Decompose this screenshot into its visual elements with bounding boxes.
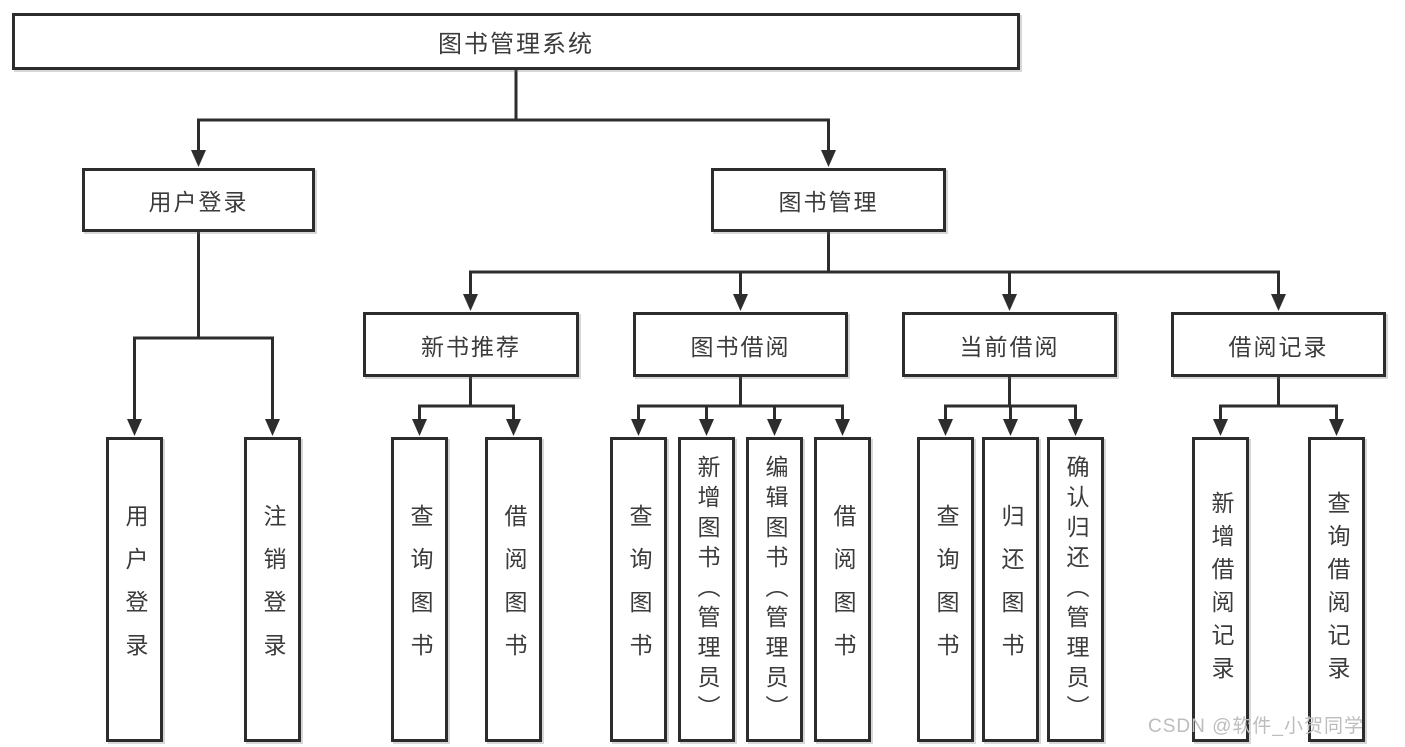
leaf-recommend-borrow-books: 借阅图书	[485, 437, 542, 742]
leaf-logout: 注销登录	[244, 437, 301, 742]
leaf-borrow-query-books: 查询图书	[610, 437, 667, 742]
leaf-borrow-edit-books-admin: 编辑图书（管理员）	[746, 437, 803, 742]
node-user-login: 用户登录	[82, 168, 315, 232]
node-borrow-records-label: 借阅记录	[1228, 333, 1329, 360]
edge-book-management-children	[463, 230, 1286, 311]
leaf-current-return-books: 归还图书	[982, 437, 1039, 742]
leaf-borrow-add-books-admin: 新增图书（管理员）	[678, 437, 735, 742]
edge-root-to-level1	[191, 68, 836, 167]
node-current-borrow: 当前借阅	[902, 312, 1117, 377]
edge-user-login-children	[127, 230, 280, 436]
node-root: 图书管理系统	[12, 13, 1020, 70]
leaf-recommend-query-books: 查询图书	[391, 437, 448, 742]
leaf-user-login: 用户登录	[106, 437, 163, 742]
leaf-current-confirm-return-admin: 确认归还（管理员）	[1047, 437, 1104, 742]
node-book-borrow-label: 图书借阅	[690, 333, 791, 360]
node-root-label: 图书管理系统	[438, 31, 594, 58]
edge-current-children	[938, 375, 1083, 436]
node-book-management-label: 图书管理	[778, 189, 879, 215]
node-book-borrow: 图书借阅	[633, 312, 848, 377]
node-new-book-recommend: 新书推荐	[363, 312, 579, 377]
leaf-records-query: 查询借阅记录	[1308, 437, 1365, 742]
node-borrow-records: 借阅记录	[1171, 312, 1386, 377]
edge-recommend-children	[412, 375, 521, 436]
edge-records-children	[1213, 375, 1344, 436]
node-user-login-label: 用户登录	[148, 189, 249, 215]
node-book-management: 图书管理	[711, 168, 946, 232]
leaf-borrow-borrow-books: 借阅图书	[814, 437, 871, 742]
csdn-watermark: CSDN @软件_小贺同学	[1148, 716, 1364, 737]
edge-borrow-children	[631, 375, 850, 436]
leaf-current-query-books: 查询图书	[917, 437, 974, 742]
node-new-book-recommend-label: 新书推荐	[421, 333, 521, 360]
node-current-borrow-label: 当前借阅	[959, 333, 1060, 360]
leaf-records-add: 新增借阅记录	[1192, 437, 1249, 742]
